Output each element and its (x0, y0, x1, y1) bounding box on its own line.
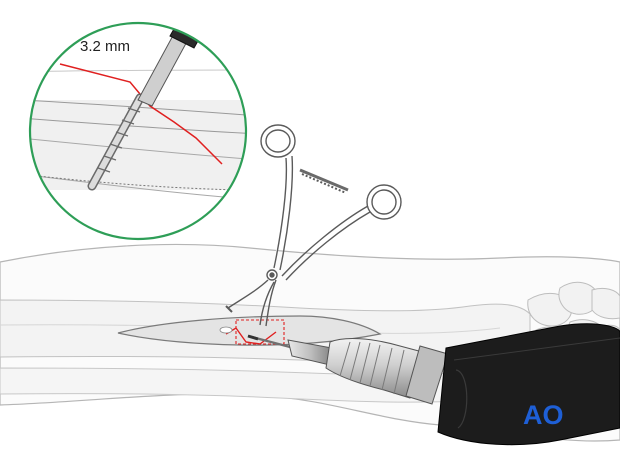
reduction-forceps (225, 124, 402, 327)
drill-handle (437, 323, 620, 446)
ao-logo: AO (523, 400, 564, 430)
drill-size-label: 3.2 mm (80, 38, 130, 55)
skin-incision (117, 315, 382, 346)
power-drill (247, 323, 620, 446)
magnified-callout: 3.2 mm (28, 21, 248, 241)
fracture-line (59, 63, 223, 165)
